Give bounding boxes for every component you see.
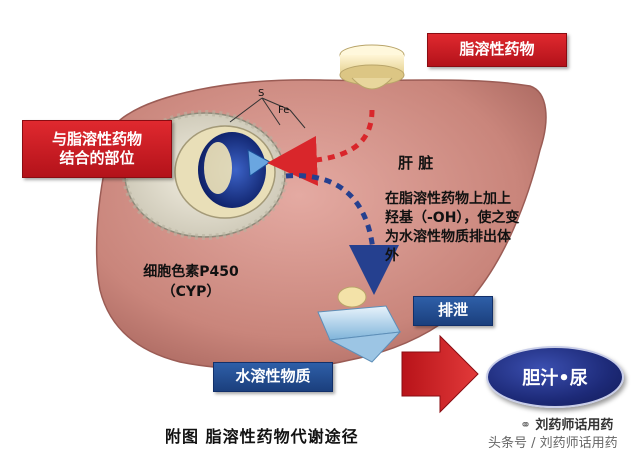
wechat-icon: ⚭ (520, 418, 535, 433)
cyp-label: 细胞色素P450 （CYP） (126, 262, 256, 303)
water-soluble-text: 水溶性物质 (235, 367, 310, 387)
liver-label: 肝 脏 (398, 152, 433, 173)
bile-urine-oval: 胆汁•尿 (486, 346, 624, 408)
lipophilic-drug-label: 脂溶性药物 (427, 33, 567, 67)
reaction-note: 在脂溶性药物上加上 羟基（-OH），使之变 为水溶性物质排出体 外 (385, 190, 585, 266)
red-block-arrow (402, 336, 478, 412)
fe-label: Fe (278, 105, 289, 116)
binding-site-text: 与脂溶性药物 结合的部位 (52, 130, 142, 169)
s-label: S (258, 88, 264, 99)
bile-urine-text: 胆汁•尿 (522, 364, 588, 390)
excretion-text: 排泄 (438, 301, 468, 321)
lipophilic-drug-text: 脂溶性药物 (459, 40, 534, 60)
figure-caption: 附图 脂溶性药物代谢途径 (165, 423, 359, 447)
binding-site-label: 与脂溶性药物 结合的部位 (22, 120, 172, 178)
watermark-line1: ⚭ 刘药师话用药 (520, 414, 613, 433)
lipophilic-drug-icon (340, 45, 404, 89)
watermark-line2: 头条号 / 刘药师话用药 (488, 432, 618, 451)
watermark-line1-text: 刘药师话用药 (535, 418, 613, 433)
water-soluble-label: 水溶性物质 (213, 362, 333, 392)
excretion-label: 排泄 (413, 296, 493, 326)
